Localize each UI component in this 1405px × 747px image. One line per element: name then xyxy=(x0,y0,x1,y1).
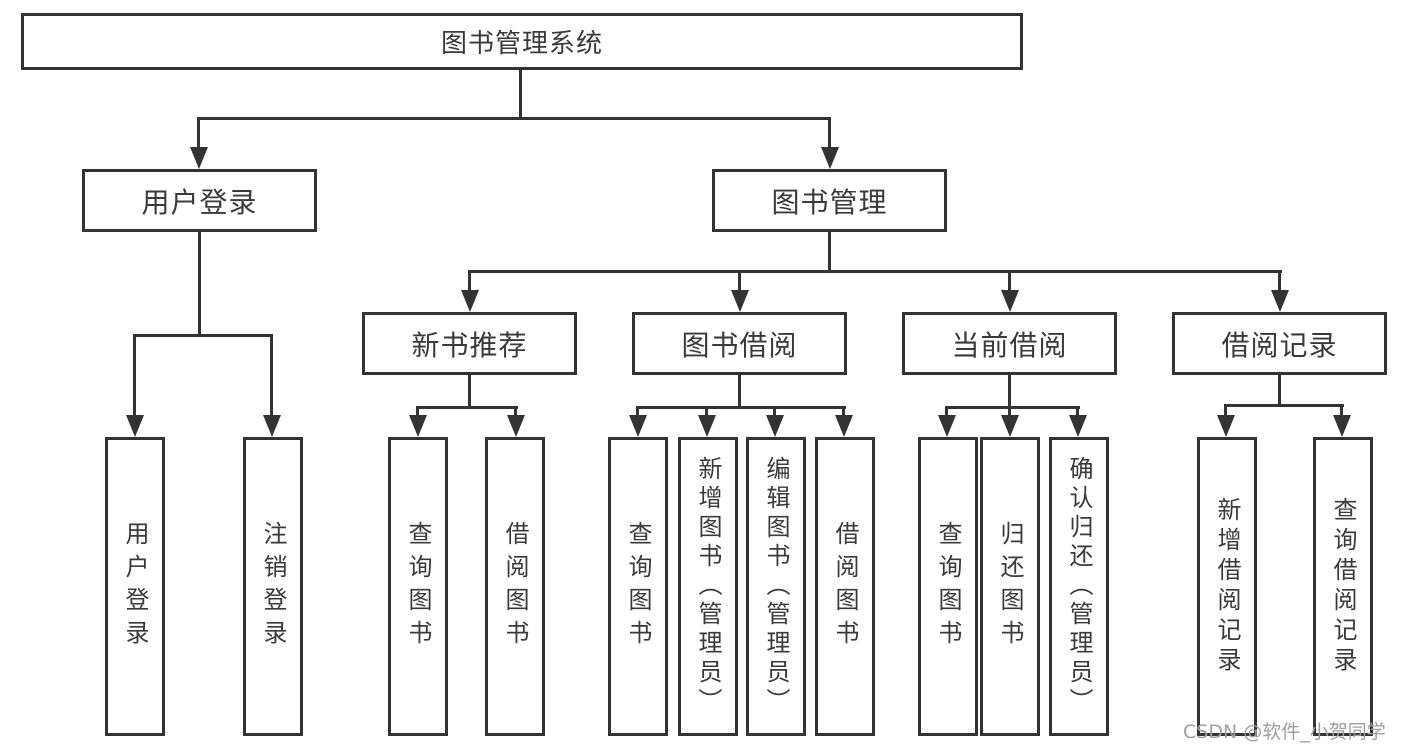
connector-book-management-crossbar xyxy=(468,270,1282,273)
leaf-cb-search-books: 查询图书 xyxy=(918,437,978,736)
node-borrowing-records: 借阅记录 xyxy=(1172,312,1387,375)
node-user-login: 用户登录 xyxy=(82,169,317,232)
leaf-cb-return-books: 归还图书 xyxy=(980,437,1040,736)
leaf-bb-search-books-label: 查询图书 xyxy=(624,520,652,653)
arrowhead-leaf-logout xyxy=(263,415,281,437)
connector-root-stem xyxy=(519,70,522,118)
connector-new-book-stem xyxy=(468,375,471,407)
node-current-borrowing-label: 当前借阅 xyxy=(951,328,1068,362)
connector-drop-bb-add xyxy=(705,406,708,415)
arrowhead-bb-search xyxy=(629,415,647,437)
arrowhead-cb-confirm xyxy=(1069,415,1087,437)
connector-drop-br-search xyxy=(1340,404,1343,415)
connector-user-login-crossbar xyxy=(133,334,273,337)
leaf-bb-borrow-books: 借阅图书 xyxy=(815,437,875,736)
leaf-bb-borrow-books-label: 借阅图书 xyxy=(831,520,859,653)
leaf-user-login-label: 用户登录 xyxy=(121,520,149,653)
connector-drop-cb-confirm xyxy=(1076,406,1079,415)
node-book-borrowing-label: 图书借阅 xyxy=(681,328,798,362)
connector-borrowing-records-stem xyxy=(1278,375,1281,406)
arrowhead-br-search xyxy=(1333,415,1351,437)
leaf-bb-search-books: 查询图书 xyxy=(608,437,668,736)
connector-book-borrowing-stem xyxy=(738,375,741,407)
leaf-logout: 注销登录 xyxy=(243,437,303,736)
leaf-nb-borrow-books-label: 借阅图书 xyxy=(501,520,529,653)
node-library-system: 图书管理系统 xyxy=(21,13,1023,70)
arrowhead-nb-borrow xyxy=(507,415,525,437)
leaf-cb-confirm-return-admin-label: 确认归还（管理员） xyxy=(1065,456,1093,717)
arrowhead-bb-add xyxy=(698,415,716,437)
leaf-cb-return-books-label: 归还图书 xyxy=(996,520,1024,653)
node-library-system-label: 图书管理系统 xyxy=(440,29,603,59)
connector-drop-bb-search xyxy=(636,406,639,415)
arrowhead-leaf-login xyxy=(126,415,144,437)
leaf-bb-edit-book-admin: 编辑图书（管理员） xyxy=(746,437,806,736)
connector-drop-cb-search xyxy=(945,406,948,415)
leaf-nb-search-books-label: 查询图书 xyxy=(404,520,432,653)
connector-drop-leaf-login xyxy=(133,334,136,415)
arrowhead-bb-edit xyxy=(766,415,784,437)
arrowhead-new-book xyxy=(461,290,479,312)
leaf-br-add-record: 新增借阅记录 xyxy=(1197,437,1257,736)
csdn-watermark: CSDN @软件_小贺同学 xyxy=(1183,721,1386,743)
connector-drop-br-add xyxy=(1224,404,1227,415)
node-book-borrowing: 图书借阅 xyxy=(632,312,847,375)
connector-book-borrowing-crossbar xyxy=(636,406,846,409)
leaf-bb-add-book-admin-label: 新增图书（管理员） xyxy=(694,456,722,717)
leaf-nb-search-books: 查询图书 xyxy=(388,437,448,736)
arrowhead-bb-borrow xyxy=(835,415,853,437)
connector-current-borrowing-crossbar xyxy=(945,406,1080,409)
arrowhead-borrowing-records xyxy=(1271,290,1289,312)
leaf-br-search-record-label: 查询借阅记录 xyxy=(1329,496,1357,677)
connector-user-login-stem xyxy=(198,232,201,335)
connector-drop-nb-search xyxy=(416,406,419,415)
leaf-logout-label: 注销登录 xyxy=(259,520,287,653)
arrowhead-user-login xyxy=(190,147,208,169)
arrowhead-cb-search xyxy=(938,415,956,437)
node-current-borrowing: 当前借阅 xyxy=(902,312,1117,375)
connector-borrowing-records-crossbar xyxy=(1224,404,1344,407)
connector-drop-bb-borrow xyxy=(842,406,845,415)
connector-root-crossbar xyxy=(197,117,831,120)
leaf-cb-confirm-return-admin: 确认归还（管理员） xyxy=(1049,437,1109,736)
leaf-bb-edit-book-admin-label: 编辑图书（管理员） xyxy=(762,456,790,717)
node-new-book-recommend: 新书推荐 xyxy=(362,312,577,375)
connector-current-borrowing-stem xyxy=(1008,375,1011,407)
connector-drop-user-login xyxy=(197,117,200,148)
arrowhead-current-borrowing xyxy=(1001,290,1019,312)
arrowhead-br-add xyxy=(1217,415,1235,437)
node-borrowing-records-label: 借阅记录 xyxy=(1221,328,1338,362)
connector-drop-new-book xyxy=(468,270,471,290)
connector-new-book-crossbar xyxy=(416,406,518,409)
node-book-management: 图书管理 xyxy=(712,169,947,232)
connector-drop-borrowing-records xyxy=(1278,270,1281,290)
node-user-login-label: 用户登录 xyxy=(141,185,258,219)
leaf-cb-search-books-label: 查询图书 xyxy=(934,520,962,653)
arrowhead-nb-search xyxy=(409,415,427,437)
connector-drop-bb-edit xyxy=(773,406,776,415)
arrowhead-book-management xyxy=(821,147,839,169)
leaf-bb-add-book-admin: 新增图书（管理员） xyxy=(678,437,738,736)
leaf-br-search-record: 查询借阅记录 xyxy=(1313,437,1373,736)
connector-drop-nb-borrow xyxy=(514,406,517,415)
leaf-nb-borrow-books: 借阅图书 xyxy=(485,437,545,736)
connector-drop-leaf-logout xyxy=(270,334,273,415)
connector-book-management-stem xyxy=(828,232,831,271)
connector-drop-cb-return xyxy=(1008,406,1011,415)
leaf-br-add-record-label: 新增借阅记录 xyxy=(1213,496,1241,677)
leaf-user-login: 用户登录 xyxy=(105,437,165,736)
arrowhead-cb-return xyxy=(1001,415,1019,437)
connector-drop-book-borrowing xyxy=(738,270,741,290)
node-new-book-recommend-label: 新书推荐 xyxy=(411,328,528,362)
connector-drop-current-borrowing xyxy=(1008,270,1011,290)
connector-drop-book-management xyxy=(828,117,831,148)
arrowhead-book-borrowing xyxy=(731,290,749,312)
node-book-management-label: 图书管理 xyxy=(771,185,888,219)
